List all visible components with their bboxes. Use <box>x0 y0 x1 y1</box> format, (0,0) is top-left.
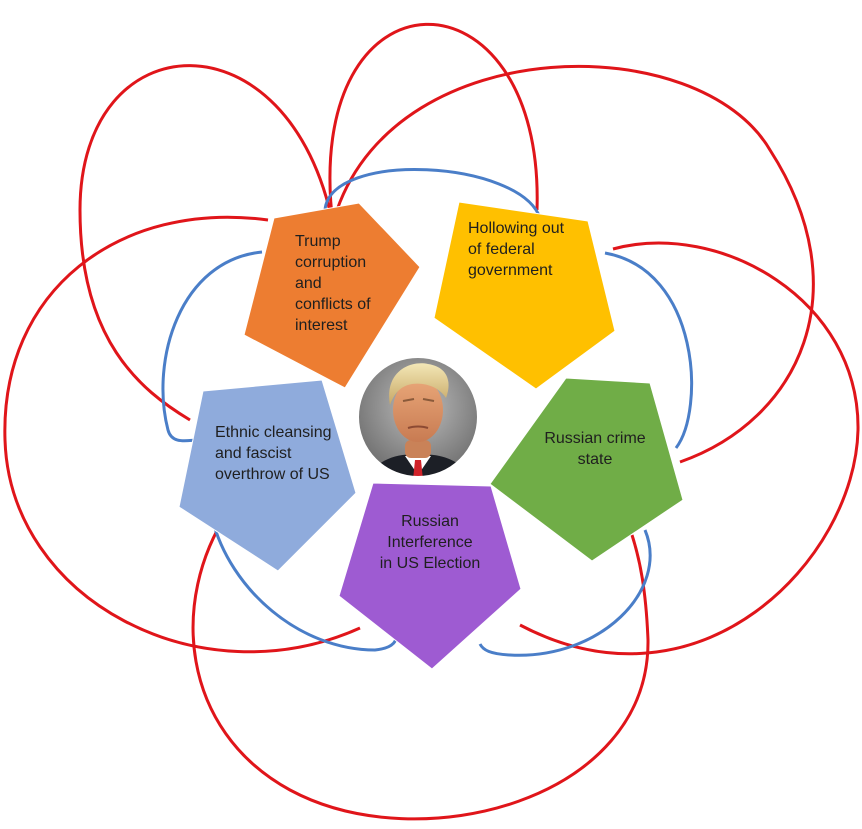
label-line: of federal <box>468 241 535 258</box>
portrait-tie <box>412 460 424 477</box>
outer-arc-right <box>519 241 860 656</box>
outer-arc-bottom-left <box>191 511 650 821</box>
outer-arc-top-left <box>78 64 335 422</box>
label-line: Interference <box>387 534 473 551</box>
outer-arc-top-span <box>328 22 539 226</box>
portrait-brow-right <box>422 398 435 402</box>
pentagon-trump-corruption <box>243 202 421 389</box>
inner-link-crime-interference <box>478 529 652 657</box>
pentagon-ethnic-cleansing <box>178 379 357 572</box>
inner-link-ethnic-trump <box>161 250 263 443</box>
label-line: Russian crime <box>544 430 646 447</box>
outer-arc-group <box>3 22 860 821</box>
label-ethnic-cleansing: Ethnic cleansing and fascist overthrow of … <box>215 422 355 485</box>
label-line: Ethnic cleansing <box>215 424 332 441</box>
pentagon-russian-interference <box>338 482 522 670</box>
label-line: interest <box>295 317 348 334</box>
outer-arc-top-right <box>335 64 815 464</box>
label-hollowing-out: Hollowing out of federal government <box>468 218 593 281</box>
label-line: Trump <box>295 233 341 250</box>
portrait-hair <box>389 363 449 405</box>
portrait-neck <box>405 440 431 458</box>
inner-link-group <box>161 168 694 657</box>
portrait-face <box>393 378 443 442</box>
label-line: Hollowing out <box>468 220 565 237</box>
label-line: in US Election <box>379 555 481 572</box>
portrait-mouth <box>407 425 429 429</box>
label-line: corruption <box>295 254 367 271</box>
label-line: government <box>468 262 553 279</box>
label-line: conflicts of <box>295 296 371 313</box>
outer-arc-left <box>3 215 361 654</box>
portrait-frame <box>357 356 479 478</box>
inner-link-hollowing-crime <box>604 251 694 449</box>
label-trump-corruption: Trump corruption and conflicts of interest <box>295 231 415 336</box>
label-line: and fascist <box>215 445 292 462</box>
portrait-brow-left <box>402 398 415 402</box>
label-line: overthrow of US <box>215 466 330 483</box>
label-line: state <box>577 451 613 468</box>
label-line: and <box>295 275 322 292</box>
pentagon-russian-crime-state <box>489 377 684 562</box>
pentagon-hollowing-out <box>433 201 616 390</box>
label-russian-crime-state: Russian crime state <box>520 428 670 470</box>
inner-link-ethnic-interference <box>210 517 399 652</box>
inner-link-trump-hollowing <box>323 168 542 219</box>
center-portrait <box>358 357 478 477</box>
label-line: Russian <box>401 513 459 530</box>
pentagon-group <box>178 201 684 670</box>
